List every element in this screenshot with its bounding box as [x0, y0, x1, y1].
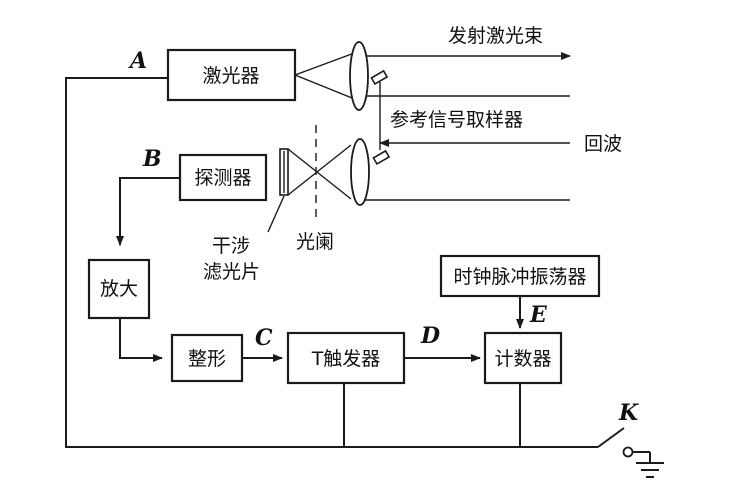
ref-sampler-label: 参考信号取样器 — [390, 109, 523, 131]
amplifier-block — [87, 258, 151, 320]
sampler-mirror-bottom — [372, 149, 391, 166]
shaper-block — [170, 333, 244, 383]
switch-contact — [622, 446, 634, 458]
filter-label-line2: 滤光片 — [203, 261, 260, 283]
detector-label: 探测器 — [194, 167, 251, 189]
wire-switch-k — [597, 427, 625, 448]
filter-leader — [267, 195, 285, 233]
lens-emit — [349, 41, 369, 111]
wire-loop-left — [65, 77, 598, 448]
node-a: A — [128, 48, 147, 74]
node-b: B — [142, 146, 162, 172]
counter-label: 计数器 — [494, 348, 551, 370]
counter-block — [483, 331, 563, 385]
lens-receive — [350, 138, 370, 206]
node-e: E — [529, 302, 548, 328]
wire-amp-shaper — [119, 318, 163, 362]
trigger-label: T触发器 — [311, 348, 381, 370]
ground-icon — [636, 462, 664, 478]
amplifier-label: 放大 — [100, 278, 138, 300]
laser-label: 激光器 — [202, 65, 259, 87]
wire-detector-amp — [116, 177, 180, 246]
clock-label: 时钟脉冲振荡器 — [453, 266, 586, 288]
node-k: K — [618, 400, 639, 426]
node-c: C — [255, 325, 273, 351]
filter-label-line1: 干涉 — [212, 235, 250, 257]
emit-beam-label: 发射激光束 — [448, 25, 543, 47]
sampler-mirror-top — [370, 69, 389, 86]
trigger-block — [286, 331, 406, 385]
clock-block — [439, 254, 601, 298]
beam-cone-receive — [287, 144, 352, 200]
beam-cone-emit — [294, 51, 358, 101]
laser-block — [166, 48, 297, 102]
shaper-label: 整形 — [188, 348, 226, 370]
detector-block — [178, 153, 268, 202]
stop-label: 光阑 — [296, 231, 334, 253]
node-d: D — [420, 323, 440, 349]
echo-label: 回波 — [584, 133, 622, 155]
